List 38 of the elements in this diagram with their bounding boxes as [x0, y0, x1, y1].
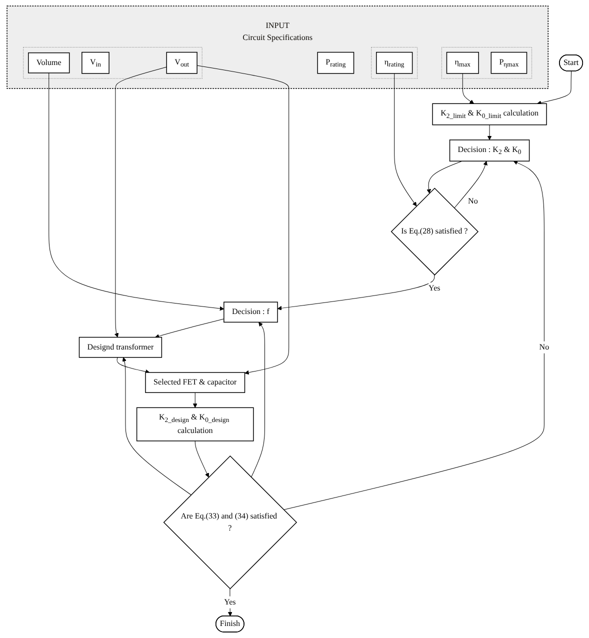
- edge-label: Yes: [428, 284, 440, 293]
- node-box: Decision : K$_{2}$ & K$_{0}$: [449, 140, 530, 162]
- arrow: [454, 160, 488, 208]
- arrow: [426, 160, 462, 194]
- arrow: [154, 318, 224, 338]
- arrow: [114, 66, 166, 338]
- arrow: [486, 124, 492, 140]
- edge-label: Yes: [224, 598, 236, 606]
- node-diamond: Are Eq.(33) and (34) satisfied ?: [162, 455, 297, 590]
- node-box: Selected FET & capacitor: [144, 372, 245, 393]
- arrow: [194, 440, 209, 478]
- node-box: Decision : f: [223, 302, 278, 323]
- node-box: K$_{2_design}$ & K$_{0_design}$ calculation: [136, 407, 254, 442]
- node-box: V$_{out}$: [166, 52, 198, 74]
- node-box: P$_{rating}$: [316, 52, 354, 74]
- node-box: K$_{2_limit}$ & K$_{0_limit}$ calculation: [432, 103, 547, 126]
- arrow: [462, 73, 474, 104]
- node-box: V$_{in}$: [81, 52, 110, 74]
- node-box: η$_{rating}$: [376, 52, 412, 74]
- arrow: [116, 357, 150, 374]
- node-box: Volume: [28, 52, 70, 74]
- arrow: [196, 65, 289, 375]
- edge-label: No: [538, 342, 549, 352]
- arrow: [250, 322, 265, 478]
- node-box: η$_{max}$: [446, 52, 479, 74]
- arrow: [276, 274, 434, 310]
- cluster: [370, 47, 418, 79]
- arrow: [283, 160, 544, 510]
- arrow: [394, 73, 416, 206]
- arrow: [192, 392, 197, 408]
- arrow: [536, 70, 572, 105]
- node-box: Designd transformer: [78, 336, 162, 358]
- arrow: [122, 357, 191, 496]
- cluster: [22, 47, 202, 79]
- edge-label: No: [468, 197, 478, 206]
- cluster: [441, 47, 532, 79]
- node-box: P$_{ηmax}$: [490, 52, 527, 74]
- arrow: [48, 72, 224, 311]
